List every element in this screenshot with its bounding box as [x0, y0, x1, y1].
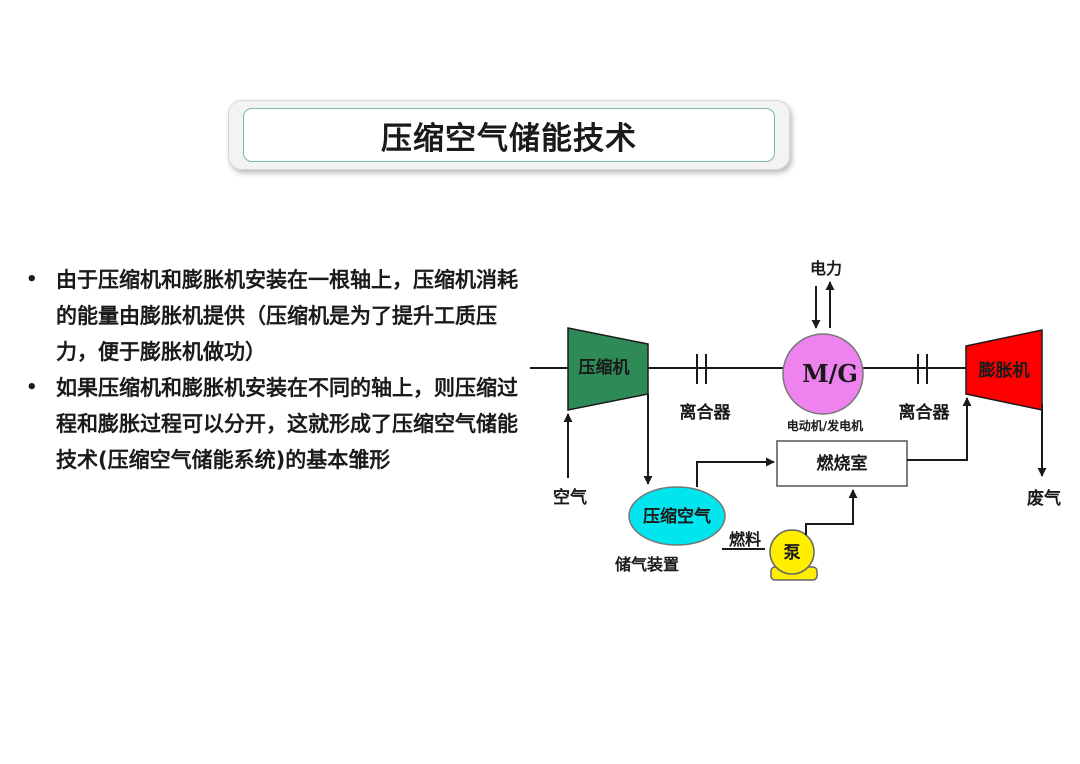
fuel-label: 燃料: [729, 530, 761, 549]
air-label: 空气: [553, 487, 587, 508]
storage-shape: [628, 486, 726, 546]
combustor-shape: [776, 440, 908, 487]
combustor-to-expander-arrow: [907, 397, 972, 461]
pump-shape: [769, 529, 815, 575]
motor-generator-label: M/G: [802, 359, 858, 388]
pump-to-combustor-arrow: [805, 489, 858, 535]
motor-generator-shape: [782, 333, 864, 415]
pump-label: 泵: [784, 543, 801, 563]
bullet-list: • 由于压缩机和膨胀机安装在一根轴上，压缩机消耗的能量由膨胀机提供（压缩机是为了…: [22, 262, 522, 478]
compressor-label: 压缩机: [579, 357, 630, 378]
storage-label: 压缩空气: [643, 506, 711, 527]
clutch-left-label: 离合器: [680, 402, 732, 423]
bullet-text: 如果压缩机和膨胀机安装在不同的轴上，则压缩过程和膨胀过程可以分开，这就形成了压缩…: [56, 376, 518, 472]
power-label: 电力: [810, 259, 842, 278]
title-frame: 压缩空气储能技术: [228, 100, 790, 170]
bullet-text: 由于压缩机和膨胀机安装在一根轴上，压缩机消耗的能量由膨胀机提供（压缩机是为了提升…: [56, 268, 518, 364]
combustor-label: 燃烧室: [817, 453, 868, 474]
bullet-item: • 由于压缩机和膨胀机安装在一根轴上，压缩机消耗的能量由膨胀机提供（压缩机是为了…: [22, 262, 522, 370]
bullet-marker: •: [26, 269, 38, 290]
bullet-marker: •: [26, 377, 38, 398]
storage-caption: 储气装置: [614, 555, 679, 574]
slide-title: 压缩空气储能技术: [381, 120, 637, 157]
clutch-right-label: 离合器: [899, 402, 951, 423]
storage-to-combustor-arrow: [696, 457, 775, 487]
exhaust-label: 废气: [1027, 488, 1061, 509]
title-box: 压缩空气储能技术: [243, 108, 775, 162]
expander-label: 膨胀机: [979, 360, 1030, 381]
bullet-item: • 如果压缩机和膨胀机安装在不同的轴上，则压缩过程和膨胀过程可以分开，这就形成了…: [22, 370, 522, 478]
motor-generator-caption: 电动机/发电机: [787, 418, 863, 433]
